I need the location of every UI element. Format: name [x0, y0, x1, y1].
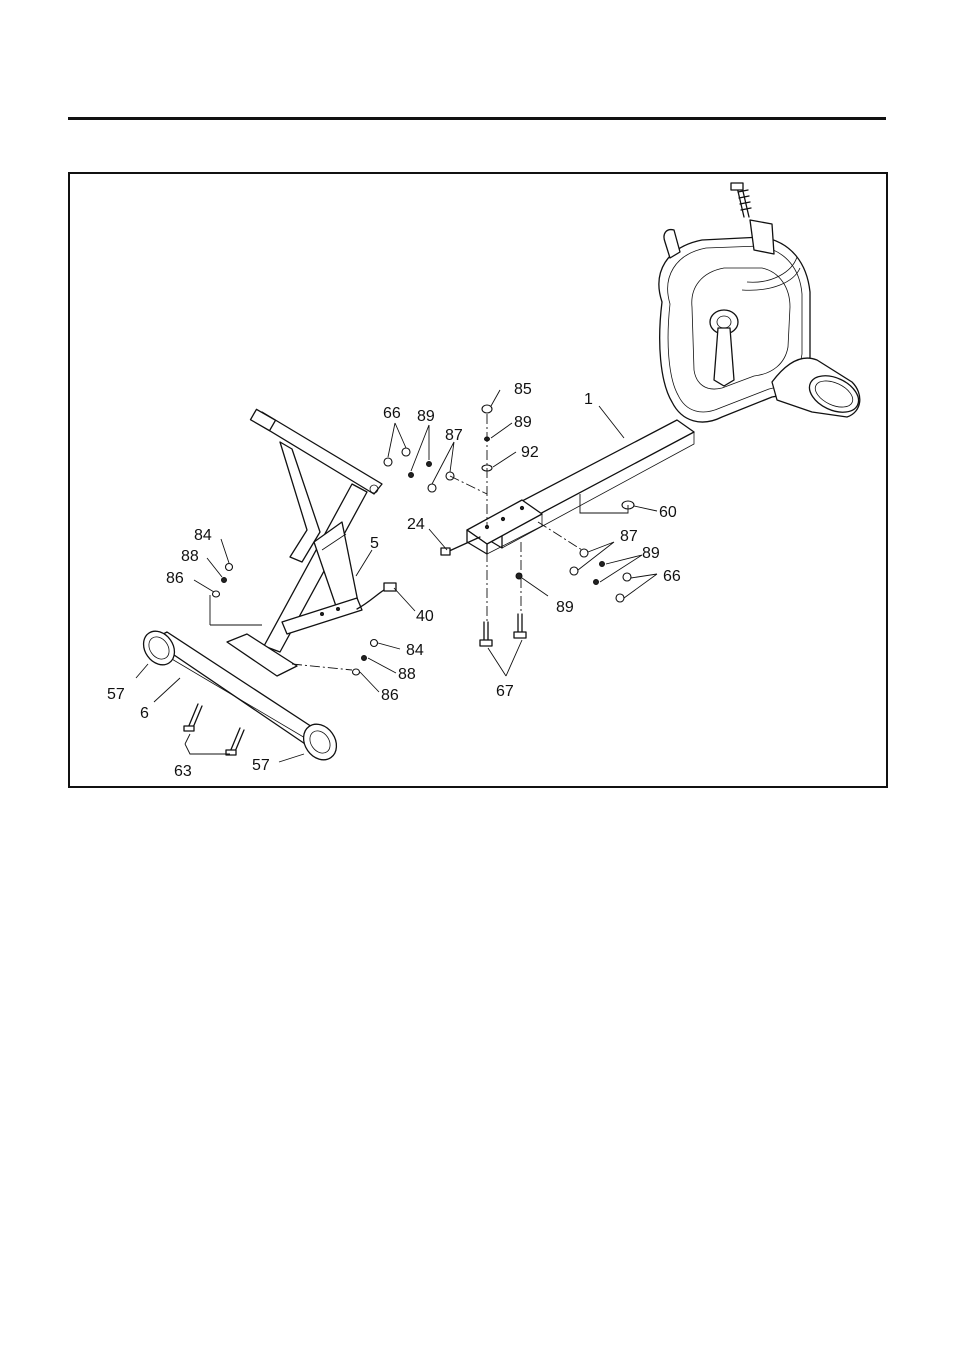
label-part-89-left: 89: [417, 408, 435, 425]
label-part-57-right: 57: [252, 757, 270, 774]
header-rule: [68, 117, 886, 120]
label-part-84-left: 84: [194, 527, 212, 544]
label-part-24: 24: [407, 516, 425, 533]
label-part-89-top: 89: [514, 414, 532, 431]
label-part-88-left: 88: [181, 548, 199, 565]
main-frame-tube: [466, 419, 695, 555]
label-part-89-lower: 89: [556, 599, 574, 616]
front-upright-frame: [226, 408, 383, 677]
label-part-67: 67: [496, 683, 514, 700]
label-part-57-left: 57: [107, 686, 125, 703]
flywheel-housing: [658, 182, 861, 423]
label-part-86-left: 86: [166, 570, 184, 587]
leader-lines: [135, 389, 658, 763]
label-part-87-right: 87: [620, 528, 638, 545]
label-part-5: 5: [370, 535, 379, 552]
label-part-87-left: 87: [445, 427, 463, 444]
diagram-frame: 1 5 6 24 40 57 57 60 63 66 66 67 84 84 8…: [68, 172, 888, 788]
label-part-66-left: 66: [383, 405, 401, 422]
label-part-92: 92: [521, 444, 539, 461]
label-part-88-right: 88: [398, 666, 416, 683]
label-part-84-right: 84: [406, 642, 424, 659]
assembly-diagram: 1 5 6 24 40 57 57 60 63 66 66 67 84 84 8…: [107, 182, 861, 780]
label-part-6: 6: [140, 705, 149, 722]
label-part-86-right: 86: [381, 687, 399, 704]
label-part-89-right: 89: [642, 545, 660, 562]
label-part-60: 60: [659, 504, 677, 521]
label-part-66-right: 66: [663, 568, 681, 585]
label-part-40: 40: [416, 608, 434, 625]
label-part-1: 1: [584, 391, 593, 408]
part-labels: 1 5 6 24 40 57 57 60 63 66 66 67 84 84 8…: [107, 381, 681, 780]
label-part-85: 85: [514, 381, 532, 398]
label-part-63: 63: [174, 763, 192, 780]
assembly-guide-lines: [209, 414, 629, 671]
front-stabilizer-tube: [142, 630, 338, 761]
